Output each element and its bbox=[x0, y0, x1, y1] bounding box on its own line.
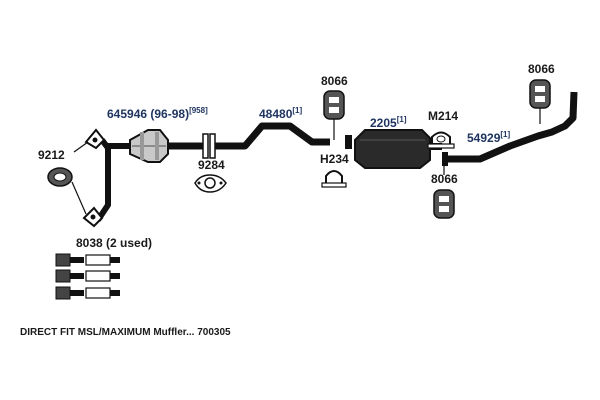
label-645946: 645946 (96-98)[958] bbox=[107, 106, 208, 121]
label-8038: 8038 (2 used) bbox=[76, 236, 153, 250]
label-48480-ref: [1] bbox=[292, 106, 303, 115]
bolt-kit-8038 bbox=[55, 253, 120, 300]
tailpipe-54929 bbox=[442, 91, 578, 166]
catalytic-converter-645946 bbox=[129, 129, 169, 163]
label-9212: 9212 bbox=[38, 148, 65, 162]
bolt-8038-3 bbox=[55, 286, 120, 300]
bolt-8038-2 bbox=[55, 269, 120, 283]
y-pipe bbox=[95, 138, 132, 222]
lower-manifold-flange bbox=[82, 206, 104, 228]
flange-gasket-9284 bbox=[202, 133, 216, 159]
label-2205: 2205[1] bbox=[370, 115, 407, 130]
label-h234: H234 bbox=[320, 152, 349, 166]
label-645946-text: 645946 (96-98) bbox=[107, 107, 190, 121]
gasket-9284-part bbox=[194, 174, 227, 193]
hanger-8066-top bbox=[323, 90, 345, 120]
label-48480: 48480[1] bbox=[259, 106, 303, 121]
bolt-8038-1 bbox=[55, 253, 120, 267]
label-54929-text: 54929 bbox=[467, 131, 501, 145]
intermediate-pipe-48480 bbox=[215, 122, 330, 150]
hanger-8066-bottom bbox=[433, 189, 455, 219]
label-8066-bottom: 8066 bbox=[431, 172, 458, 186]
label-54929-ref: [1] bbox=[500, 130, 511, 139]
donut-gasket-9212 bbox=[47, 167, 73, 187]
muffler-2205 bbox=[345, 129, 442, 169]
label-48480-text: 48480 bbox=[259, 107, 293, 121]
label-m214: M214 bbox=[428, 109, 459, 123]
label-8066-right: 8066 bbox=[528, 62, 555, 76]
hanger-8066-right bbox=[529, 79, 551, 109]
upper-manifold-flange bbox=[84, 128, 106, 150]
label-2205-text: 2205 bbox=[370, 116, 397, 130]
label-8066-top: 8066 bbox=[321, 74, 348, 88]
clamp-h234 bbox=[321, 170, 347, 188]
label-54929: 54929[1] bbox=[467, 130, 511, 145]
leader-lines-9212 bbox=[71, 141, 89, 215]
label-645946-ref: [958] bbox=[189, 106, 208, 115]
diagram-caption: DIRECT FIT MSL/MAXIMUM Muffler... 700305 bbox=[20, 327, 231, 338]
clamp-m214 bbox=[427, 131, 455, 149]
label-9284: 9284 bbox=[198, 158, 225, 172]
label-2205-ref: [1] bbox=[396, 115, 407, 124]
